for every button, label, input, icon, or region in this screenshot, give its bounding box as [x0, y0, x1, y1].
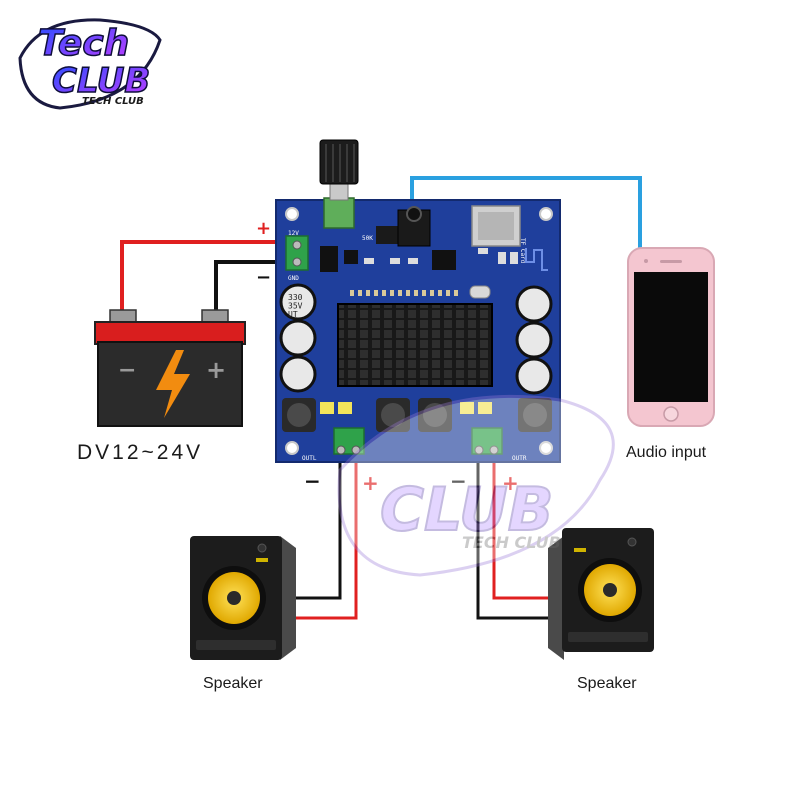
left-output-label: OUTL [302, 455, 317, 462]
power-black-wire [214, 260, 296, 318]
logo-brand-main: Tech [38, 23, 129, 64]
pin-header [350, 290, 458, 296]
right-output-plus-sign: + [502, 471, 519, 495]
capacitor-right-1 [515, 285, 553, 323]
left-output-plus-sign: + [362, 471, 379, 495]
battery: − + [94, 309, 246, 427]
power-minus-sign: − [256, 267, 271, 288]
right-speaker-red-wire [492, 452, 550, 600]
power-input-terminal [285, 235, 309, 271]
audio-input-label: Audio input [626, 444, 707, 461]
power-terminal-top-label: 12V [288, 230, 299, 237]
home-button-icon [663, 406, 679, 422]
volume-label: 50K [362, 235, 373, 242]
power-plus-sign: + [256, 218, 271, 239]
logo-brand-sub: CLUB [52, 61, 150, 101]
right-speaker [548, 528, 654, 660]
left-speaker-red-wire [296, 452, 358, 620]
tf-card-label: TF Card [519, 238, 526, 264]
logo-brand-small: TECH CLUB [82, 96, 144, 107]
left-speaker-label: Speaker [203, 675, 263, 692]
battery-plus-sign: + [206, 356, 226, 384]
right-output-minus-sign: − [450, 469, 467, 493]
capacitor-left-3 [279, 355, 317, 393]
brand-logo: Tech CLUB TECH CLUB [18, 18, 162, 110]
amplifier-board: 12V GND 50K TF Card [275, 139, 561, 463]
power-red-wire [120, 240, 296, 318]
capacitor-left-1 [279, 283, 317, 321]
left-output-minus-sign: − [304, 469, 321, 493]
watermark-main: CLUB [380, 475, 553, 545]
smartphone [627, 247, 715, 427]
power-terminal-bottom-label: GND [288, 275, 299, 282]
left-speaker [190, 536, 296, 660]
right-speaker-label: Speaker [577, 675, 637, 692]
right-speaker-black-wire [476, 452, 550, 620]
watermark-logo: CLUB TECH CLUB [337, 394, 615, 577]
heatsink [337, 303, 493, 387]
capacitor-right-2 [515, 321, 553, 359]
left-speaker-black-wire [296, 452, 342, 600]
watermark-sub: TECH CLUB [462, 533, 561, 552]
lightning-bolt-icon [156, 350, 190, 418]
audio-blue-wire [410, 176, 642, 250]
right-output-label: OUTR [512, 455, 527, 462]
battery-minus-sign: − [118, 358, 136, 383]
capacitor-right-3 [515, 357, 553, 395]
battery-voltage-label: DV12~24V [77, 441, 203, 464]
bluetooth-antenna-trace [525, 248, 548, 271]
capacitor-left-2 [279, 319, 317, 357]
